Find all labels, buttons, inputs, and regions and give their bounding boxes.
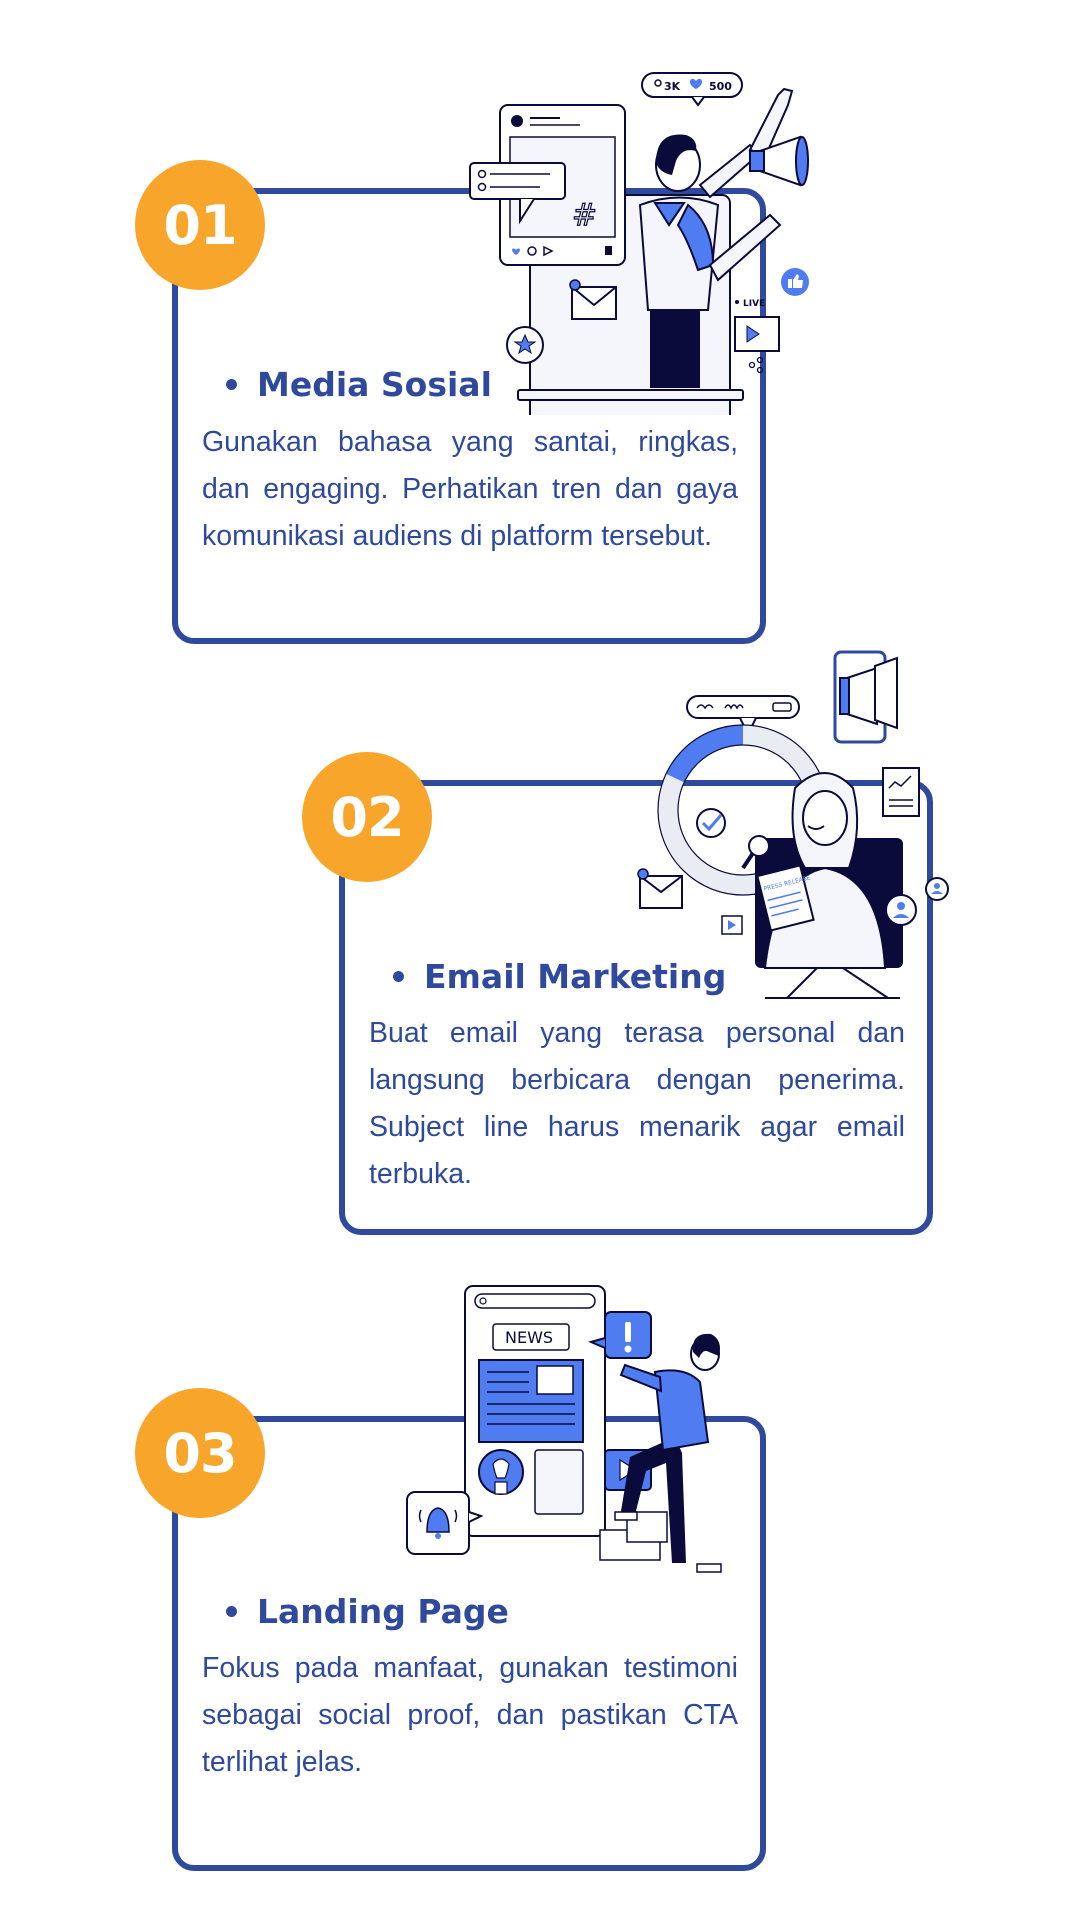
card-title-text: Media Sosial [257, 365, 492, 404]
bullet-icon [226, 379, 237, 390]
email-marketing-illustration: PRESS RELEASE [637, 650, 949, 999]
social-media-illustration: 3K 500 # LIVE [469, 72, 809, 415]
card-text-media-sosial: Gunakan bahasa yang santai, ringkas, dan… [202, 426, 738, 552]
step-badge-03: 03 [135, 1388, 265, 1518]
card-title-media-sosial: Media Sosial [226, 365, 492, 404]
likes-count: 500 [709, 80, 732, 93]
card-title-email-marketing: Email Marketing [393, 957, 726, 996]
card-title-text: Landing Page [257, 1592, 509, 1631]
card-text-landing-page: Fokus pada manfaat, gunakan testimoni se… [202, 1652, 738, 1778]
card-text-email-marketing: Buat email yang terasa personal dan lang… [369, 1017, 905, 1190]
bullet-icon [393, 971, 404, 982]
svg-text:#: # [572, 198, 597, 233]
landing-page-illustration: NEWS [406, 1285, 722, 1573]
card-title-landing-page: Landing Page [226, 1592, 509, 1631]
news-label: NEWS [505, 1328, 553, 1347]
bullet-icon [226, 1606, 237, 1617]
step-badge-01: 01 [135, 160, 265, 290]
step-badge-02: 02 [302, 752, 432, 882]
followers-count: 3K [664, 80, 681, 93]
card-title-text: Email Marketing [424, 957, 727, 996]
live-label: LIVE [743, 299, 765, 309]
